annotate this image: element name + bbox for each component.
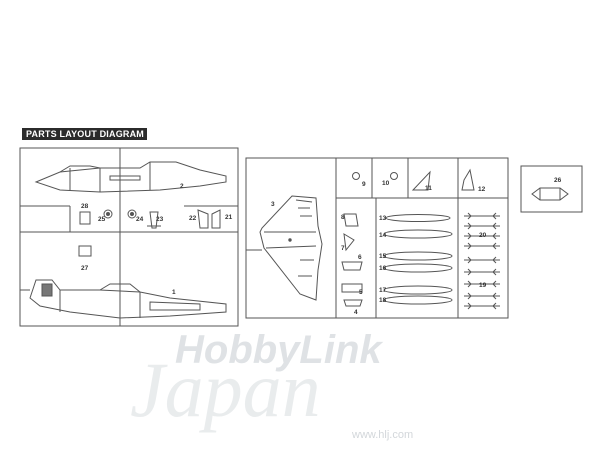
part-label-18: 18 — [379, 297, 387, 304]
part-label-11: 11 — [425, 185, 432, 192]
small-parts-center — [341, 168, 475, 307]
part-label-2: 2 — [180, 183, 184, 190]
part-label-16: 16 — [379, 265, 387, 272]
part-label-12: 12 — [478, 186, 486, 193]
part-label-21: 21 — [225, 214, 233, 221]
watermark-title: HobbyLink — [175, 328, 382, 372]
part-label-1: 1 — [172, 289, 176, 296]
watermark-subtitle: Japan — [130, 346, 321, 433]
part-label-14: 14 — [379, 232, 387, 239]
part-label-8: 8 — [341, 214, 345, 221]
sprue-frame-left — [19, 147, 239, 327]
part-label-4: 4 — [354, 309, 358, 316]
diagram-title: PARTS LAYOUT DIAGRAM — [22, 128, 147, 140]
part-label-7: 7 — [341, 245, 345, 252]
part-label-5: 5 — [359, 289, 363, 296]
part-label-27: 27 — [81, 265, 89, 272]
missiles — [464, 212, 500, 310]
part-label-28: 28 — [81, 203, 89, 210]
part-label-24: 24 — [136, 216, 144, 223]
watermark-url: www.hlj.com — [352, 429, 414, 441]
part-label-13: 13 — [379, 215, 387, 222]
part-label-22: 22 — [189, 215, 197, 222]
part-label-20: 20 — [479, 232, 487, 239]
part-label-23: 23 — [156, 216, 164, 223]
part-label-15: 15 — [379, 253, 387, 260]
fuselage-half-part-1 — [29, 279, 227, 319]
part-label-6: 6 — [358, 254, 362, 261]
wing-part-3 — [259, 195, 323, 301]
part-label-9: 9 — [362, 181, 366, 188]
sprue-frame-right — [520, 165, 583, 213]
part-label-19: 19 — [479, 282, 487, 289]
part-number-labels: 1 2 3 4 5 6 7 8 9 10 11 12 13 14 15 16 1… — [81, 177, 562, 316]
sprue-frame-center — [245, 157, 509, 319]
part-label-26: 26 — [554, 177, 562, 184]
part-label-17: 17 — [379, 287, 387, 294]
part-label-3: 3 — [271, 201, 275, 208]
small-parts-left — [78, 209, 221, 257]
fuselage-half-part-2 — [34, 161, 227, 193]
fuel-tanks — [383, 214, 453, 305]
part-label-10: 10 — [382, 180, 390, 187]
part-label-25: 25 — [98, 216, 106, 223]
